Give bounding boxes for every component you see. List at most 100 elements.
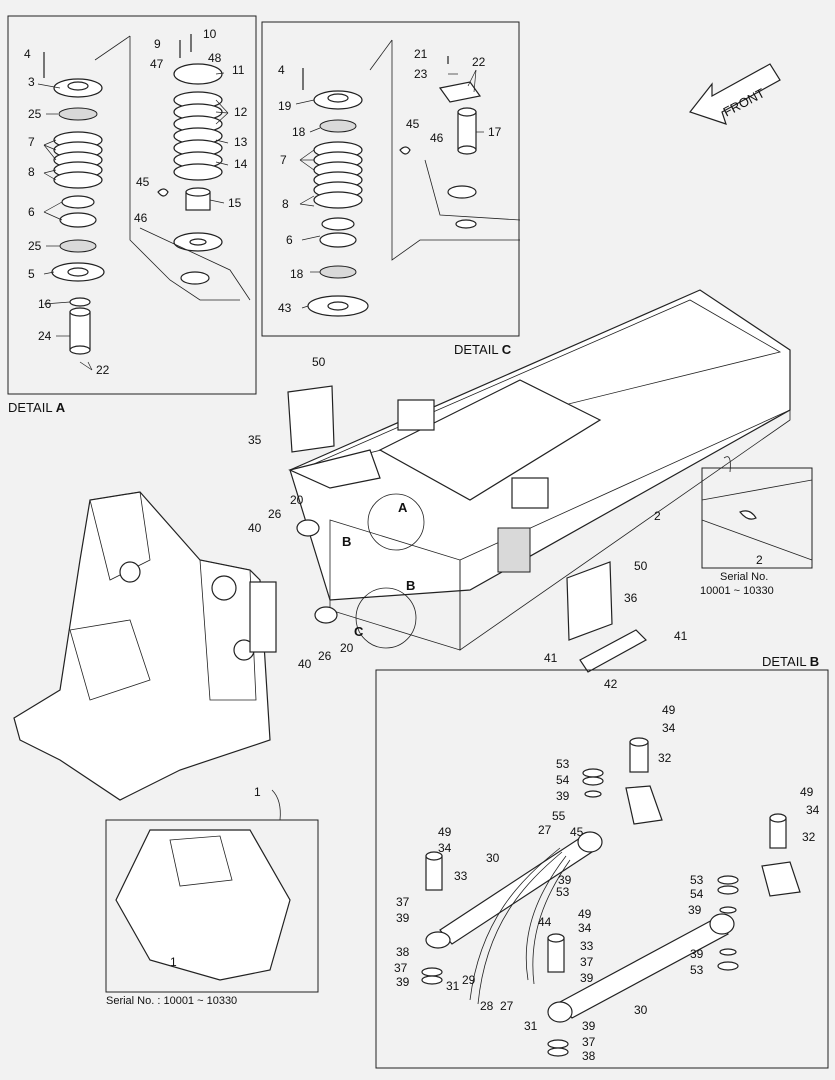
detail-b-bracket-right	[717, 813, 801, 971]
callout-c-11: 17	[488, 125, 502, 139]
callout-b-4: 54	[556, 773, 570, 787]
callout-b-5: 39	[556, 789, 570, 803]
callout-b-2: 32	[658, 751, 672, 765]
callout-main-9: 20	[340, 641, 354, 655]
callout-a-7: 5	[28, 267, 35, 281]
callout-b-7: 45	[570, 825, 584, 839]
serial-frame-2-line1: Serial No.	[720, 571, 768, 583]
callout-main-12: 41	[674, 629, 688, 643]
detail-marker-b-2: B	[406, 578, 415, 593]
callout-b-20: 39	[688, 903, 702, 917]
callout-main-13: 41	[544, 651, 558, 665]
callout-main-4: 20	[290, 493, 304, 507]
detail-a-right-stack	[139, 34, 251, 301]
callout-b-38: 31	[524, 1019, 538, 1033]
detail-b-panel	[375, 669, 829, 1069]
callout-b-21: 37	[396, 895, 410, 909]
callout-main-2: 2	[654, 509, 661, 523]
callout-main-10: 26	[318, 649, 332, 663]
detail-b-cylinder-lower	[547, 913, 735, 1057]
detail-c-caption: DETAIL C	[454, 342, 512, 357]
callout-a-8: 16	[38, 297, 52, 311]
callout-a-6: 25	[28, 239, 42, 253]
front-frame	[13, 491, 277, 801]
callout-c-4: 8	[282, 197, 289, 211]
callout-a-21: 46	[134, 211, 148, 225]
callout-b-29: 38	[396, 945, 410, 959]
callout-b-26: 33	[580, 939, 594, 953]
callout-a-14: 48	[208, 51, 222, 65]
serial-frame-2-line2: 10001 ~ 10330	[700, 585, 774, 597]
callout-c-6: 18	[290, 267, 304, 281]
callout-main-3: 2	[756, 553, 763, 567]
callout-b-22: 39	[396, 911, 410, 925]
callout-a-10: 22	[96, 363, 110, 377]
callout-b-27: 39	[580, 971, 594, 985]
detail-c-panel	[261, 21, 521, 337]
callout-b-37: 27	[500, 999, 514, 1013]
callout-c-10: 22	[472, 55, 486, 69]
callout-b-18: 53	[690, 873, 704, 887]
callout-a-11: 9	[154, 37, 161, 51]
callout-a-18: 14	[234, 157, 248, 171]
callout-b-3: 53	[556, 757, 570, 771]
callout-b-19: 54	[690, 887, 704, 901]
callout-main-0: 50	[312, 355, 326, 369]
rear-frame	[287, 289, 791, 673]
callout-a-13: 47	[150, 57, 164, 71]
callout-b-30: 31	[446, 979, 460, 993]
callout-a-0: 4	[24, 47, 31, 61]
callout-main-7: 50	[634, 559, 648, 573]
callout-b-13: 39	[558, 873, 572, 887]
callout-b-14: 53	[556, 885, 570, 899]
callout-b-1: 34	[662, 721, 676, 735]
callout-b-15: 49	[800, 785, 814, 799]
callout-a-9: 24	[38, 329, 52, 343]
callout-a-16: 12	[234, 105, 248, 119]
detail-b-bracket-upper	[582, 737, 663, 825]
callout-b-35: 53	[690, 963, 704, 977]
callout-b-36: 28	[480, 999, 494, 1013]
callout-b-41: 37	[582, 1035, 596, 1049]
callout-b-6: 55	[552, 809, 566, 823]
detail-a-panel	[7, 15, 257, 395]
callout-b-0: 49	[662, 703, 676, 717]
detail-marker-c-3: C	[354, 624, 364, 639]
detail-c-leaders	[295, 69, 484, 309]
callout-b-42: 38	[582, 1049, 596, 1063]
detail-b-caption: DETAIL B	[762, 654, 819, 669]
callout-c-8: 21	[414, 47, 428, 61]
detail-a-left-stack	[43, 52, 105, 355]
detail-b-hoses	[469, 847, 571, 1005]
callout-b-33: 39	[396, 975, 410, 989]
callout-a-12: 10	[203, 27, 217, 41]
inset-rear-frame	[701, 456, 813, 569]
callout-a-15: 11	[232, 63, 245, 77]
callout-b-23: 44	[538, 915, 552, 929]
detail-c-left-stack	[302, 68, 369, 317]
callout-main-15: 1	[254, 785, 261, 799]
callout-main-16: 1	[170, 955, 177, 969]
callout-a-1: 3	[28, 75, 35, 89]
callout-c-0: 4	[278, 63, 285, 77]
callout-c-3: 7	[280, 153, 287, 167]
callout-b-12: 33	[454, 869, 468, 883]
callout-main-5: 26	[268, 507, 282, 521]
callout-a-20: 45	[136, 175, 150, 189]
callout-b-40: 39	[582, 1019, 596, 1033]
callout-c-5: 6	[286, 233, 293, 247]
callout-c-12: 45	[406, 117, 420, 131]
inset-front-frame	[105, 789, 319, 993]
callout-b-24: 49	[578, 907, 592, 921]
callout-a-3: 7	[28, 135, 35, 149]
callout-b-28: 37	[580, 955, 594, 969]
callout-b-10: 34	[438, 841, 452, 855]
callout-main-1: 35	[248, 433, 262, 447]
callout-b-25: 34	[578, 921, 592, 935]
callout-main-6: 40	[248, 521, 262, 535]
callout-main-11: 40	[298, 657, 312, 671]
callout-a-19: 15	[228, 196, 242, 210]
callout-b-17: 32	[802, 830, 816, 844]
callout-b-16: 34	[806, 803, 820, 817]
